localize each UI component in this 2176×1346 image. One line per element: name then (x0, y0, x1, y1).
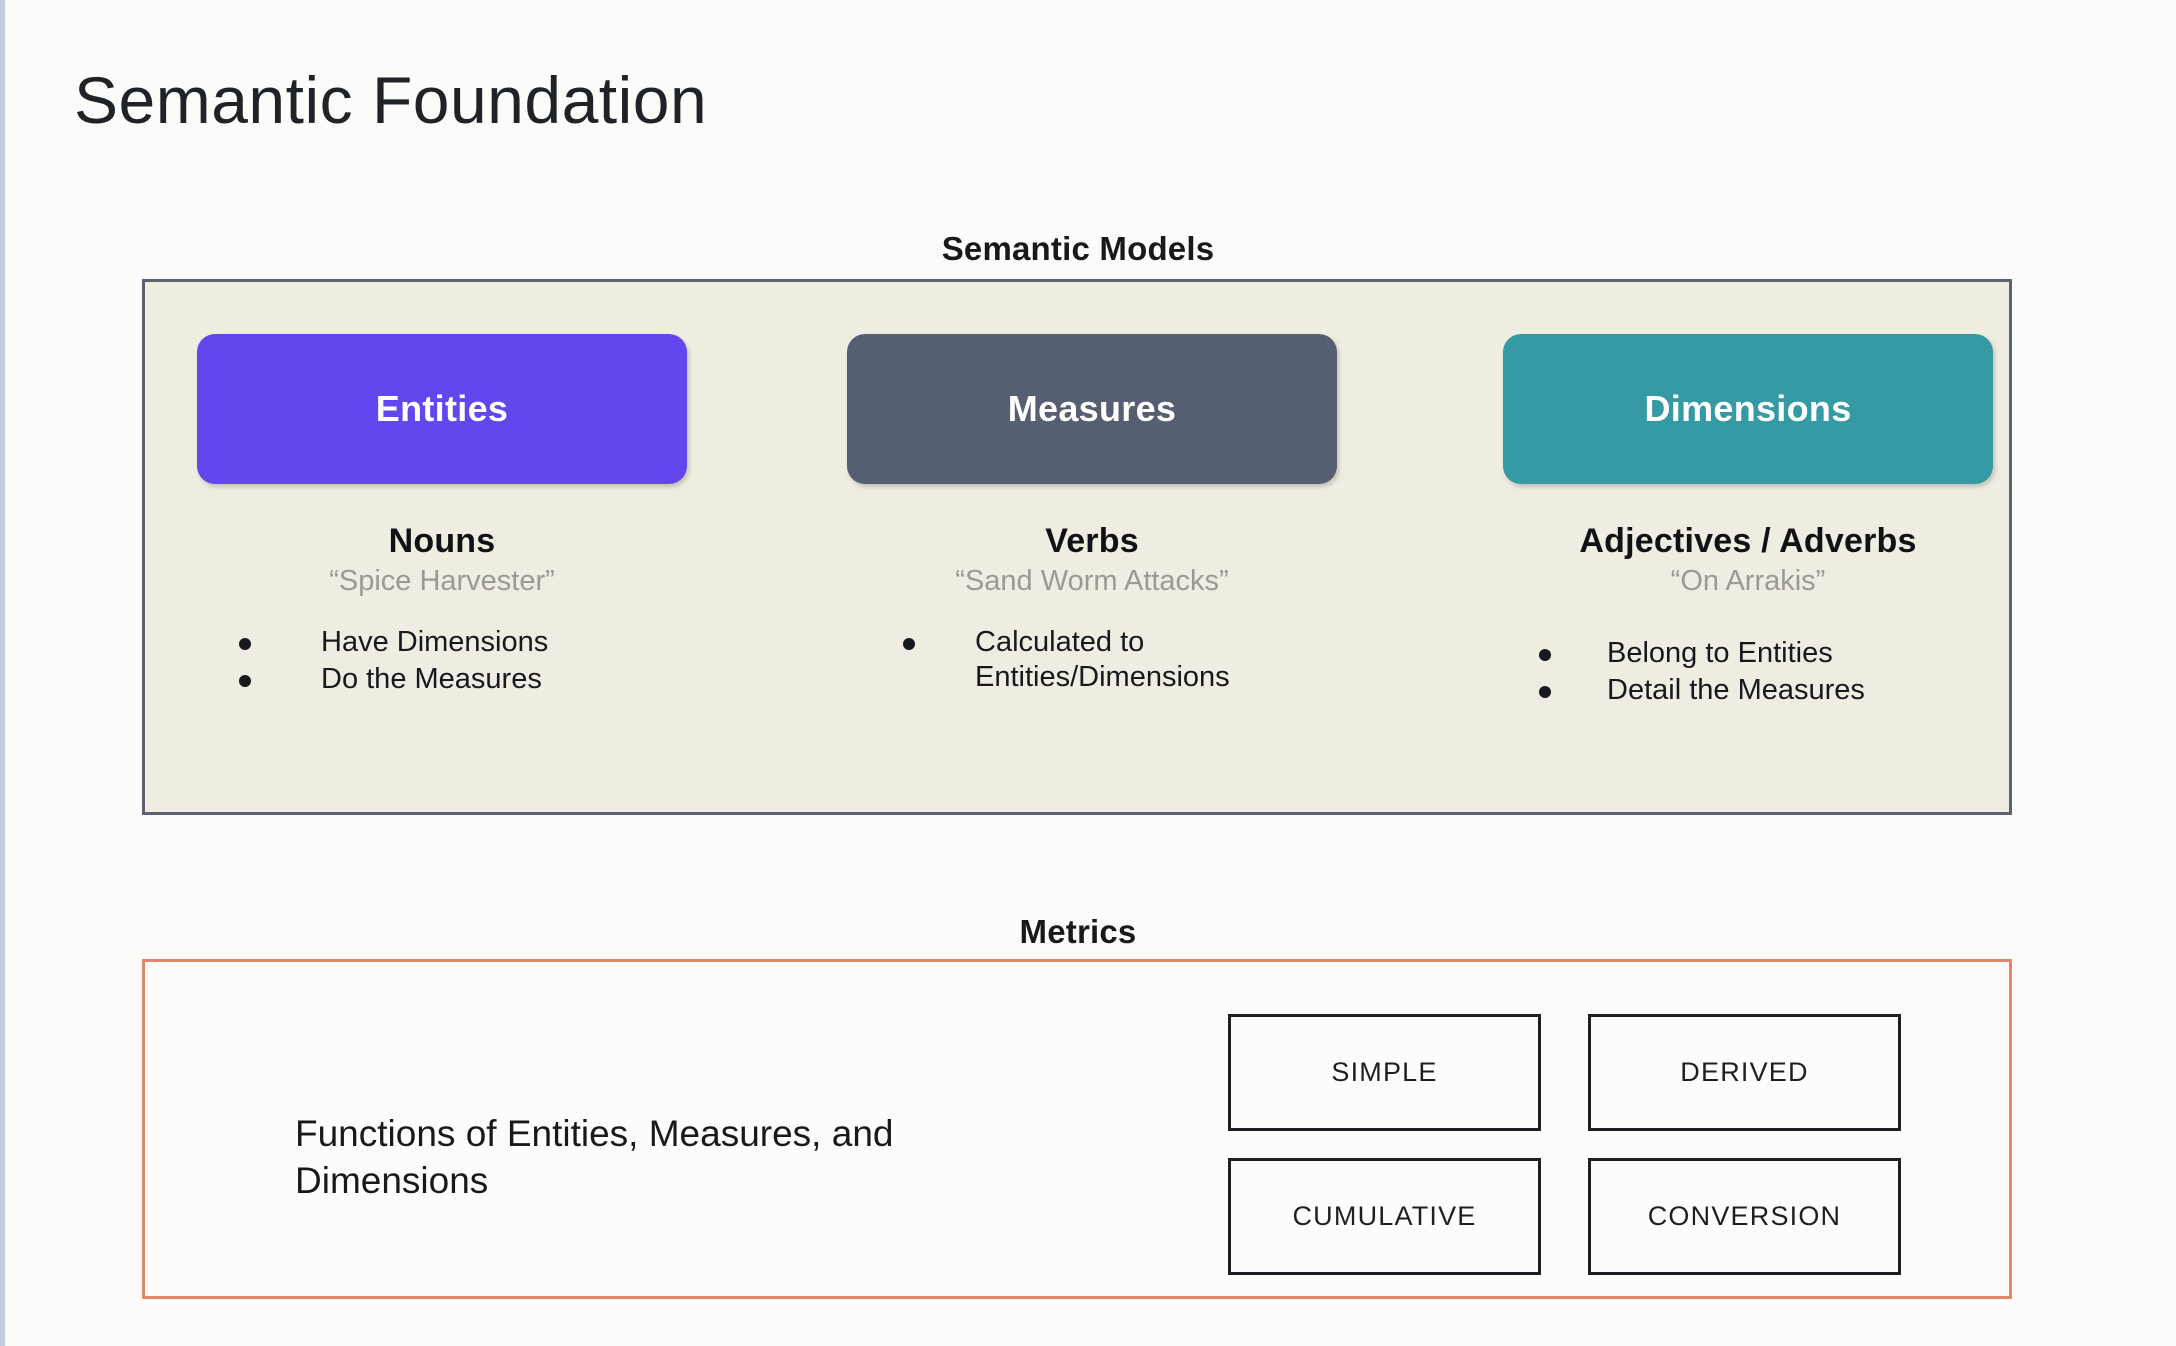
bullet-dot-icon (239, 638, 251, 650)
bullet-dot-icon (239, 675, 251, 688)
left-edge-strip (0, 0, 5, 1346)
example-measures: “Sand Worm Attacks” (955, 565, 1229, 597)
metrics-description: Functions of Entities, Measures, and Dim… (295, 1113, 894, 1202)
example-entities: “Spice Harvester” (329, 565, 555, 597)
list-item: Do the Measures (197, 662, 687, 697)
bullet-dot-icon (1539, 686, 1551, 699)
list-item-label: Do the Measures (321, 663, 542, 696)
bullet-dot-icon (903, 638, 915, 650)
list-item-label: Belong to Entities (1607, 637, 1833, 669)
card-measures[interactable]: Measures (847, 334, 1337, 484)
part-of-speech-entities: Nouns (388, 522, 496, 560)
metric-type-derived[interactable]: DERIVED (1588, 1014, 1901, 1131)
semantic-column-dimensions: Dimensions Adjectives / Adverbs “On Arra… (1503, 334, 1993, 711)
part-of-speech-dimensions: Adjectives / Adverbs (1579, 522, 1917, 560)
semantic-column-measures: Measures Verbs “Sand Worm Attacks” Calcu… (847, 334, 1337, 698)
metric-type-simple[interactable]: SIMPLE (1228, 1014, 1541, 1131)
list-item-label: Have Dimensions (321, 626, 549, 658)
list-item-label: Detail the Measures (1607, 674, 1865, 707)
list-item: Detail the Measures (1503, 673, 1993, 708)
bullet-list-dimensions: Belong to Entities Detail the Measures (1503, 636, 1993, 709)
list-item: Calculated to Entities/Dimensions (847, 625, 1337, 696)
metrics-heading: Metrics (1019, 913, 1137, 950)
semantic-column-entities: Entities Nouns “Spice Harvester” Have Di… (197, 334, 687, 700)
list-item: Belong to Entities (1503, 636, 1993, 671)
metric-type-grid: SIMPLE DERIVED CUMULATIVE CONVERSION (1228, 1014, 1914, 1275)
part-of-speech-measures: Verbs (1045, 522, 1139, 560)
bullet-list-entities: Have Dimensions Do the Measures (197, 625, 687, 698)
metrics-panel: Functions of Entities, Measures, and Dim… (142, 959, 2012, 1299)
list-item-label: Calculated to Entities/Dimensions (975, 626, 1230, 694)
card-dimensions[interactable]: Dimensions (1503, 334, 1993, 484)
bullet-dot-icon (1539, 649, 1551, 661)
metric-type-cumulative[interactable]: CUMULATIVE (1228, 1158, 1541, 1275)
semantic-models-heading: Semantic Models (941, 230, 1215, 267)
list-item: Have Dimensions (197, 625, 687, 660)
metric-type-conversion[interactable]: CONVERSION (1588, 1158, 1901, 1275)
semantic-models-columns: Entities Nouns “Spice Harvester” Have Di… (145, 282, 2009, 812)
example-dimensions: “On Arrakis” (1670, 565, 1826, 597)
bullet-list-measures: Calculated to Entities/Dimensions (847, 625, 1337, 696)
semantic-models-panel: Entities Nouns “Spice Harvester” Have Di… (142, 279, 2012, 815)
card-entities[interactable]: Entities (197, 334, 687, 484)
page-title: Semantic Foundation (74, 63, 708, 137)
